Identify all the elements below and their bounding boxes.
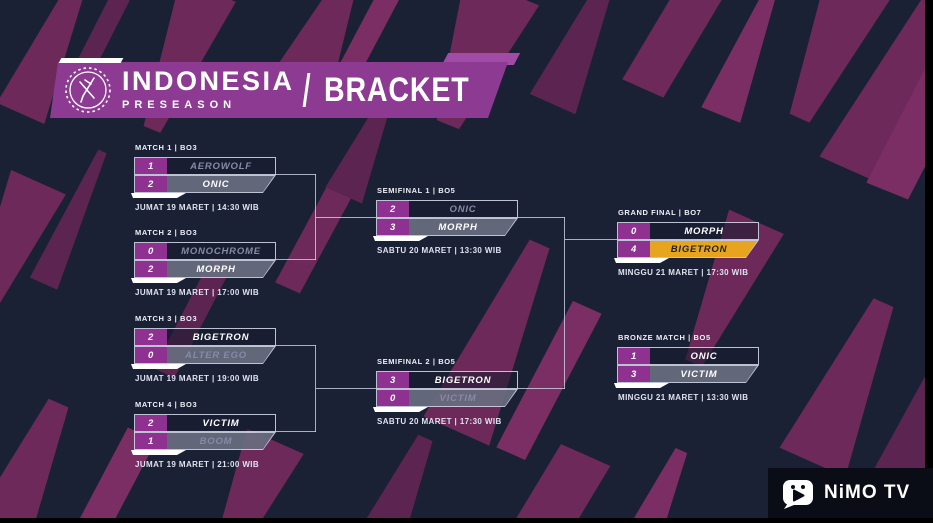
match-box-bronze: BRONZE MATCH | BO5 1 ONIC 3 VICTIM MINGG…: [617, 333, 759, 402]
team-name: MORPH: [684, 225, 724, 237]
team-row: 3 BIGETRON: [376, 371, 518, 389]
box-underline-accent: [373, 407, 428, 412]
match-label: MATCH 3 | BO3: [135, 314, 198, 323]
team-name: BIGETRON: [434, 374, 492, 386]
team-row: 2 BIGETRON: [134, 328, 276, 346]
match-date: JUMAT 19 MARET | 21:00 WIB: [135, 460, 260, 469]
box-underline-accent: [614, 383, 669, 388]
team-name: MONOCHROME: [181, 245, 261, 257]
team-name: ONIC: [449, 203, 477, 215]
match-date: SABTU 20 MARET | 17:30 WIB: [377, 417, 502, 426]
team-name: MORPH: [438, 221, 478, 233]
team-name: ALTER EGO: [185, 349, 247, 361]
screen-edge-bar: [0, 518, 933, 523]
team-name: VICTIM: [439, 392, 477, 404]
team-row: 1 AEROWOLF: [134, 157, 276, 175]
match-date: SABTU 20 MARET | 13:30 WIB: [377, 246, 502, 255]
score-cell: 0: [135, 243, 167, 259]
banner-highlight: [58, 58, 124, 63]
team-name: VICTIM: [680, 368, 718, 380]
team-row: 0 MONOCHROME: [134, 242, 276, 260]
team-name: MORPH: [196, 263, 236, 275]
match-label: MATCH 1 | BO3: [135, 143, 198, 152]
score-cell: 2: [135, 329, 167, 345]
score-cell: 3: [377, 219, 409, 235]
nimo-tv-mascot-icon: [783, 480, 813, 509]
match-date: JUMAT 19 MARET | 14:30 WIB: [135, 203, 260, 212]
team-row: 3 VICTIM: [617, 365, 759, 383]
team-row: 2 ONIC: [134, 175, 276, 193]
score-cell: 3: [618, 366, 650, 382]
score-cell: 4: [618, 241, 650, 257]
score-cell: 0: [135, 347, 167, 363]
match-label: GRAND FINAL | BO7: [618, 208, 702, 217]
box-underline-accent: [373, 236, 428, 241]
box-underline-accent: [131, 364, 186, 369]
match-box-grand-final: GRAND FINAL | BO7 0 MORPH 4 BIGETRON MIN…: [617, 208, 759, 277]
page-title: BRACKET: [324, 71, 470, 109]
team-name: BOOM: [199, 435, 233, 447]
score-cell: 0: [377, 390, 409, 406]
team-row: 2 MORPH: [134, 260, 276, 278]
team-row: 1 BOOM: [134, 432, 276, 450]
team-row: 3 MORPH: [376, 218, 518, 236]
team-row: 2 VICTIM: [134, 414, 276, 432]
score-cell: 1: [135, 433, 167, 449]
team-row: 0 VICTIM: [376, 389, 518, 407]
match-box-match3: MATCH 3 | BO3 2 BIGETRON 0 ALTER EGO JUM…: [134, 314, 276, 383]
event-title: INDONESIA: [122, 66, 295, 96]
match-box-semifinal2: SEMIFINAL 2 | BO5 3 BIGETRON 0 VICTIM SA…: [376, 357, 518, 426]
box-underline-accent: [131, 278, 186, 283]
score-cell: 2: [135, 261, 167, 277]
screen-edge-bar: [925, 0, 933, 523]
banner-background: [50, 62, 508, 118]
score-cell: 2: [135, 176, 167, 192]
score-cell: 1: [618, 348, 650, 364]
match-box-semifinal1: SEMIFINAL 1 | BO5 2 ONIC 3 MORPH SABTU 2…: [376, 186, 518, 255]
event-subtitle: PRESEASON: [122, 99, 237, 111]
match-label: SEMIFINAL 1 | BO5: [377, 186, 456, 195]
match-date: MINGGU 21 MARET | 17:30 WIB: [618, 268, 749, 277]
score-cell: 1: [135, 158, 167, 174]
team-row: 4 BIGETRON: [617, 240, 759, 258]
match-box-match1: MATCH 1 | BO3 1 AEROWOLF 2 ONIC JUMAT 19…: [134, 143, 276, 212]
match-date: JUMAT 19 MARET | 17:00 WIB: [135, 288, 260, 297]
team-row: 2 ONIC: [376, 200, 518, 218]
match-label: BRONZE MATCH | BO5: [618, 333, 711, 342]
match-label: SEMIFINAL 2 | BO5: [377, 357, 456, 366]
team-row: 0 ALTER EGO: [134, 346, 276, 364]
box-underline-accent: [614, 258, 669, 263]
team-name: ONIC: [202, 178, 230, 190]
team-row: 1 ONIC: [617, 347, 759, 365]
match-date: JUMAT 19 MARET | 19:00 WIB: [135, 374, 260, 383]
team-name: ONIC: [690, 350, 718, 362]
match-date: MINGGU 21 MARET | 13:30 WIB: [618, 393, 749, 402]
match-label: MATCH 4 | BO3: [135, 400, 198, 409]
score-cell: 2: [377, 201, 409, 217]
preseason-tournament-logo-icon: [65, 67, 111, 113]
team-name: AEROWOLF: [190, 160, 252, 172]
score-cell: 3: [377, 372, 409, 388]
team-name: BIGETRON: [650, 241, 758, 257]
header-banner: INDONESIA PRESEASON BRACKET: [50, 53, 521, 118]
box-underline-accent: [131, 193, 186, 198]
score-cell: 2: [135, 415, 167, 431]
team-row: 0 MORPH: [617, 222, 759, 240]
broadcaster-watermark: NiMO TV: [768, 468, 933, 518]
team-name: VICTIM: [202, 417, 240, 429]
match-box-match2: MATCH 2 | BO3 0 MONOCHROME 2 MORPH JUMAT…: [134, 228, 276, 297]
broadcaster-name: NiMO TV: [824, 482, 911, 503]
match-box-match4: MATCH 4 | BO3 2 VICTIM 1 BOOM JUMAT 19 M…: [134, 400, 276, 469]
score-cell: 0: [618, 223, 650, 239]
match-label: MATCH 2 | BO3: [135, 228, 198, 237]
box-underline-accent: [131, 450, 186, 455]
team-name: BIGETRON: [192, 331, 250, 343]
